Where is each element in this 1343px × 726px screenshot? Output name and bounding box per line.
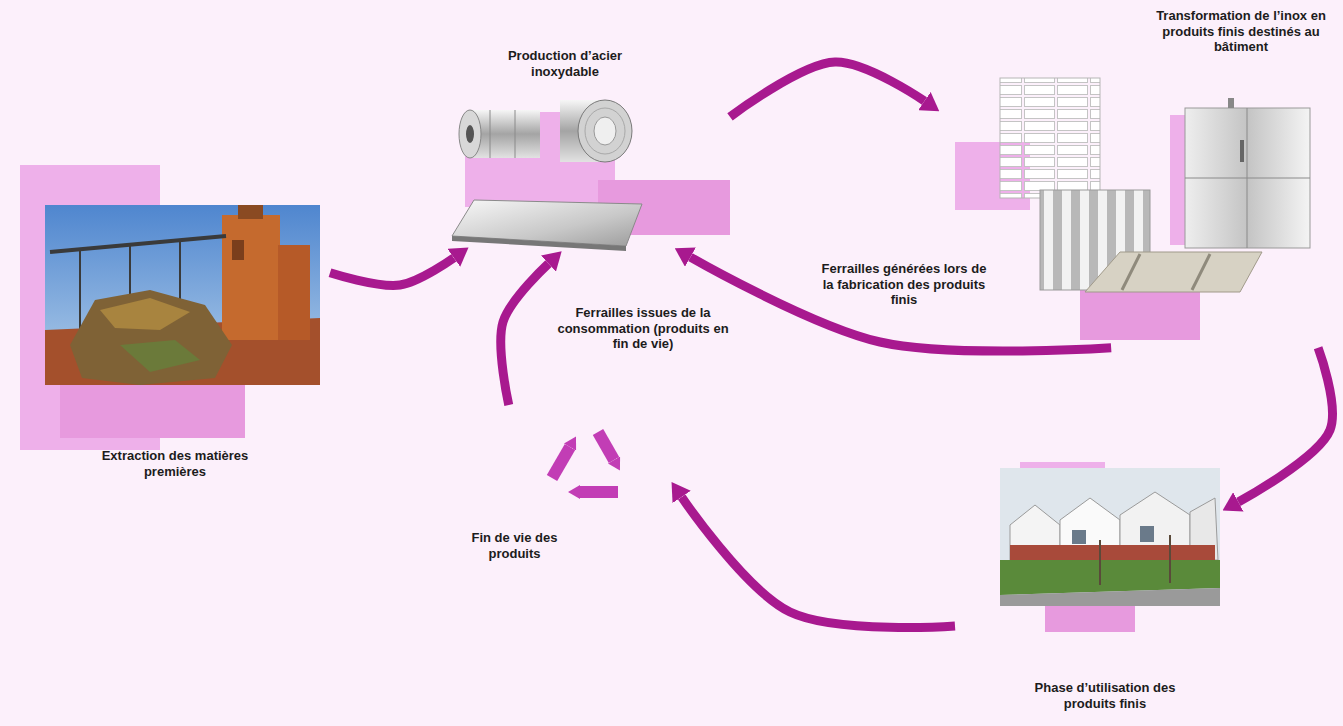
- stage-label: Transformation de l’inox en produits fin…: [1148, 8, 1334, 55]
- extraction-photo: [20, 165, 320, 450]
- stage-node: Phase d’utilisation des produits finis: [955, 462, 1225, 714]
- window: [1140, 526, 1154, 542]
- flow-arrow: [330, 258, 454, 286]
- coil-hole: [594, 117, 616, 145]
- stage-node: Fin de vie des produits: [455, 405, 670, 564]
- coil-ring: [585, 108, 625, 154]
- road: [1000, 588, 1220, 606]
- tree: [1099, 540, 1101, 585]
- flow-arrow: [501, 264, 549, 405]
- facade-panel: [1000, 78, 1100, 198]
- recycling-symbol: [552, 432, 618, 492]
- steel-products: [452, 100, 730, 251]
- ore-rock: [120, 340, 200, 372]
- ore-rock: [70, 290, 232, 385]
- conveyor-support: [79, 250, 81, 330]
- window: [1072, 530, 1086, 544]
- door-hinge: [1228, 98, 1234, 108]
- stage-node: Transformation de l’inox en produits fin…: [940, 5, 1338, 348]
- flow-arrow: [690, 257, 1111, 351]
- plant-building: [238, 205, 263, 219]
- stage-node: Extraction des matières premières: [15, 160, 330, 482]
- photo-sky: [1000, 468, 1220, 606]
- plant-building: [278, 245, 310, 340]
- flow-arrow: [682, 497, 955, 627]
- scrap-flow-label: Ferrailles générées lors de la fabricati…: [815, 260, 993, 309]
- stage-label: Fin de vie des produits: [467, 530, 562, 561]
- steel-coil: [578, 100, 632, 162]
- tray-rib: [1122, 254, 1140, 290]
- flow-arrow: [1238, 348, 1332, 502]
- roof-tray: [1085, 252, 1262, 292]
- flow-arrow: [730, 62, 924, 117]
- recycle-arrow: [598, 432, 614, 460]
- recycle-arrow: [580, 486, 618, 498]
- ore-rock: [100, 298, 190, 330]
- stage-label: Production d’acier inoxydable: [495, 48, 635, 79]
- building-products: [955, 78, 1310, 340]
- coil-hole: [466, 125, 474, 143]
- scrap-flow-label: Ferrailles issues de la consommation (pr…: [548, 304, 738, 353]
- tray-rib: [1192, 254, 1210, 290]
- coil-band: [490, 110, 491, 158]
- stage-label: Phase d’utilisation des produits finis: [1033, 680, 1177, 711]
- stage-node: Production d’acier inoxydable: [440, 45, 730, 250]
- houses-photo: [1000, 462, 1220, 632]
- tree: [1169, 535, 1171, 583]
- stage-label: Extraction des matières premières: [95, 448, 255, 479]
- steel-plate-edge: [452, 236, 626, 251]
- conveyor: [50, 236, 226, 252]
- steel-coil: [459, 110, 481, 158]
- pink-square: [60, 380, 245, 438]
- steel-door: [1185, 108, 1310, 248]
- brick-wall: [1010, 545, 1215, 560]
- door-handle: [1240, 140, 1244, 162]
- recycle-arrow: [552, 447, 570, 478]
- door-joint: [1185, 178, 1310, 179]
- photo-sky: [45, 205, 320, 385]
- coil-band: [515, 110, 516, 158]
- plant-building: [222, 215, 280, 340]
- plant-window: [232, 240, 244, 260]
